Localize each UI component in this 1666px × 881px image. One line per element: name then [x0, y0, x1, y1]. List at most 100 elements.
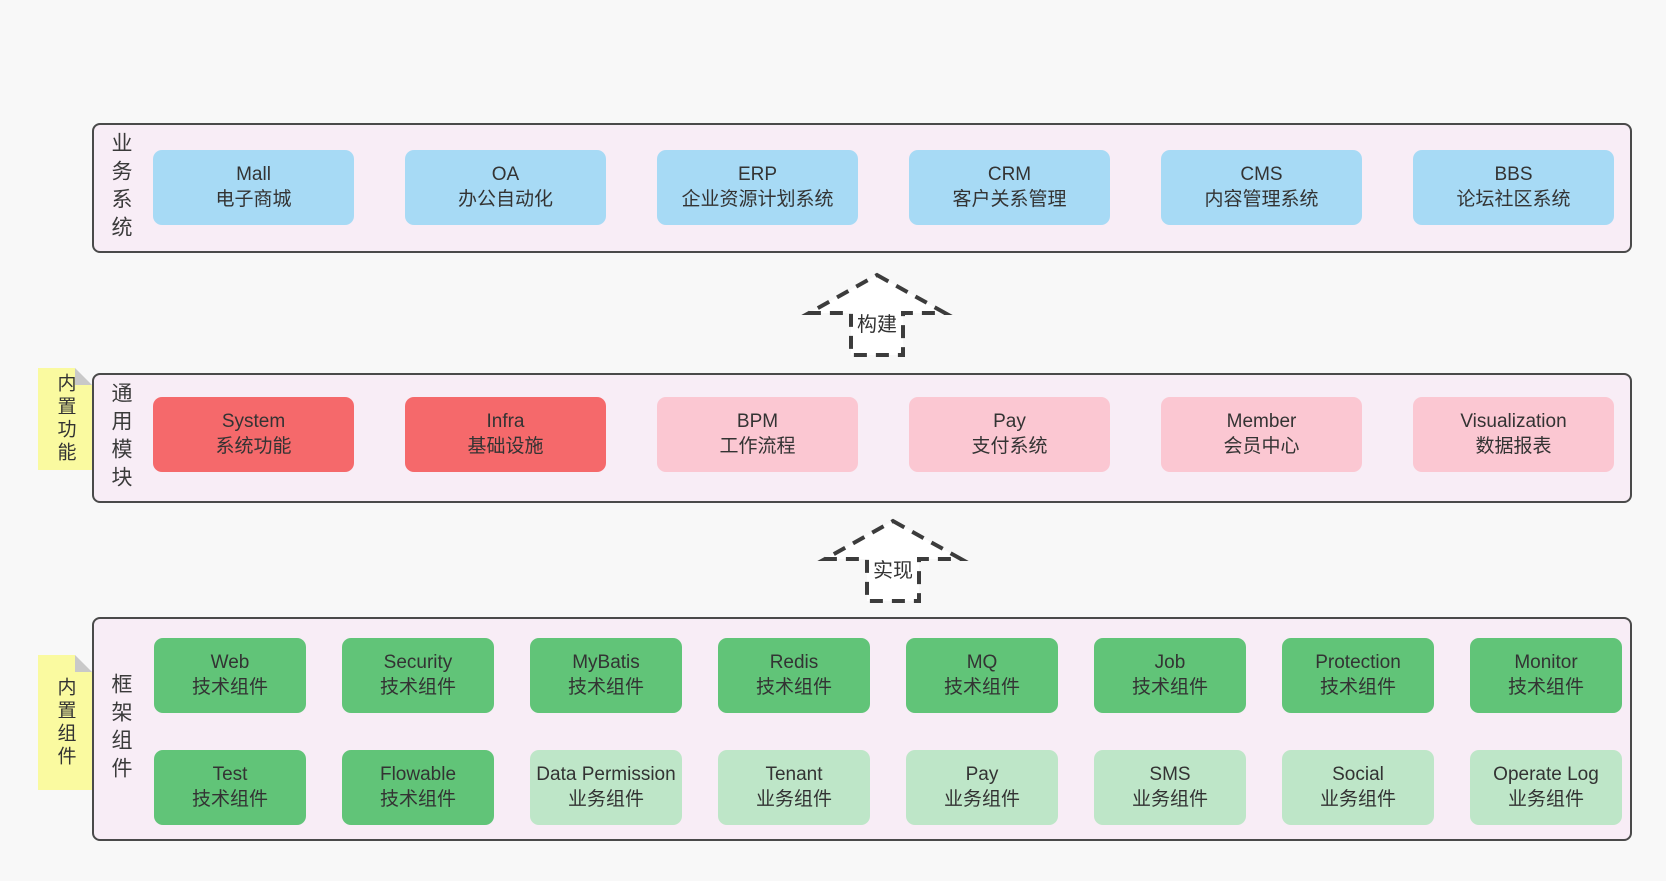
arrow-build-label: 构建	[854, 313, 900, 337]
component-box-title: Redis	[769, 651, 819, 673]
business-systems-boxes: Mall 电子商城 OA 办公自动化 ERP 企业资源计划系统 CRM 客户关系管理 CMS 内容…	[94, 125, 1630, 225]
component-box-row: Mall 电子商城 OA 办公自动化 ERP 企业资源计划系统 CRM 客户关系管理 CMS 内容…	[153, 150, 1630, 225]
component-box-sms: SMS 业务组件	[1094, 750, 1246, 825]
component-box-subtitle: 办公自动化	[457, 188, 553, 210]
arrow-implement: 实现	[817, 518, 969, 603]
component-box-title: Monitor	[1514, 651, 1578, 673]
component-box-title: CRM	[987, 163, 1032, 185]
component-box-subtitle: 业务组件	[943, 788, 1020, 810]
common-modules-boxes: System 系统功能 Infra 基础设施 BPM 工作流程 Pay 支付系统 Member 会…	[94, 375, 1630, 472]
component-box-subtitle: 业务组件	[1131, 788, 1208, 810]
component-box-subtitle: 技术组件	[1131, 676, 1208, 698]
component-box-subtitle: 电子商城	[215, 188, 292, 210]
layer-business-systems-label: 业务系统	[109, 132, 132, 244]
component-box-subtitle: 技术组件	[943, 676, 1020, 698]
component-box-title: SMS	[1149, 763, 1191, 785]
component-box-flowable: Flowable 技术组件	[342, 750, 494, 825]
component-box-title: Flowable	[379, 763, 457, 785]
component-box-subtitle: 技术组件	[379, 788, 456, 810]
component-box-bpm: BPM 工作流程	[657, 397, 858, 472]
component-box-redis: Redis 技术组件	[718, 638, 870, 713]
component-box-title: OA	[491, 163, 520, 185]
component-box-subtitle: 基础设施	[467, 435, 544, 457]
component-box-subtitle: 内容管理系统	[1204, 188, 1319, 210]
component-box-infra: Infra 基础设施	[405, 397, 606, 472]
component-box-subtitle: 数据报表	[1475, 435, 1552, 457]
component-box-bbs: BBS 论坛社区系统	[1413, 150, 1614, 225]
component-box-subtitle: 论坛社区系统	[1456, 188, 1571, 210]
component-box-title: Protection	[1315, 651, 1401, 673]
component-box-subtitle: 系统功能	[215, 435, 292, 457]
component-box-subtitle: 技术组件	[191, 676, 268, 698]
component-box-subtitle: 技术组件	[1319, 676, 1396, 698]
component-box-subtitle: 技术组件	[755, 676, 832, 698]
component-box-data-permission: Data Permission 业务组件	[530, 750, 682, 825]
component-box-visualization: Visualization 数据报表	[1413, 397, 1614, 472]
component-box-title: BBS	[1494, 163, 1533, 185]
component-box-web: Web 技术组件	[154, 638, 306, 713]
component-box-subtitle: 技术组件	[567, 676, 644, 698]
sticky-note-builtin-features: 内置功能	[38, 368, 92, 470]
component-box-title: BPM	[736, 410, 779, 432]
arrow-build: 构建	[801, 272, 953, 357]
component-box-title: CMS	[1240, 163, 1283, 185]
component-box-title: Pay	[965, 763, 999, 785]
component-box-pay: Pay 支付系统	[909, 397, 1110, 472]
component-box-monitor: Monitor 技术组件	[1470, 638, 1622, 713]
component-box-title: MQ	[966, 651, 998, 673]
component-box-crm: CRM 客户关系管理	[909, 150, 1110, 225]
component-box-row: System 系统功能 Infra 基础设施 BPM 工作流程 Pay 支付系统 Member 会…	[153, 397, 1630, 472]
component-box-pay: Pay 业务组件	[906, 750, 1058, 825]
component-box-system: System 系统功能	[153, 397, 354, 472]
component-box-title: Data Permission	[536, 763, 676, 785]
component-box-title: Web	[210, 651, 250, 673]
component-box-member: Member 会员中心	[1161, 397, 1362, 472]
layer-common-modules-label: 通用模块	[109, 382, 132, 494]
component-box-subtitle: 企业资源计划系统	[681, 188, 834, 210]
component-box-title: Pay	[993, 410, 1026, 432]
component-box-title: Visualization	[1460, 410, 1567, 432]
component-box-subtitle: 技术组件	[1507, 676, 1584, 698]
component-box-title: Test	[212, 763, 248, 785]
component-box-oa: OA 办公自动化	[405, 150, 606, 225]
component-box-erp: ERP 企业资源计划系统	[657, 150, 858, 225]
component-box-subtitle: 业务组件	[755, 788, 832, 810]
component-box-title: Security	[383, 651, 453, 673]
component-box-title: MyBatis	[572, 651, 640, 673]
component-box-title: Social	[1332, 763, 1384, 785]
component-box-title: ERP	[737, 163, 778, 185]
arrow-implement-label: 实现	[870, 559, 916, 583]
component-box-title: Tenant	[765, 763, 823, 785]
component-box-title: Operate Log	[1493, 763, 1599, 785]
sticky-note-builtin-components-label: 内置组件	[54, 676, 76, 769]
component-box-mall: Mall 电子商城	[153, 150, 354, 225]
component-box-protection: Protection 技术组件	[1282, 638, 1434, 713]
component-box-title: System	[221, 410, 286, 432]
layer-business-systems: 业务系统 Mall 电子商城 OA 办公自动化 ERP 企业资源计划系统 CRM 客户关系管理…	[92, 123, 1632, 253]
component-box-subtitle: 支付系统	[971, 435, 1048, 457]
component-box-cms: CMS 内容管理系统	[1161, 150, 1362, 225]
component-box-mq: MQ 技术组件	[906, 638, 1058, 713]
component-box-subtitle: 会员中心	[1223, 435, 1300, 457]
component-box-subtitle: 技术组件	[191, 788, 268, 810]
component-box-title: Mall	[236, 163, 271, 185]
component-box-test: Test 技术组件	[154, 750, 306, 825]
component-box-title: Member	[1226, 410, 1297, 432]
component-box-subtitle: 业务组件	[1507, 788, 1584, 810]
layer-framework-components-label: 框架组件	[109, 673, 132, 785]
component-box-title: Infra	[486, 410, 525, 432]
component-box-tenant: Tenant 业务组件	[718, 750, 870, 825]
component-box-subtitle: 技术组件	[379, 676, 456, 698]
component-box-mybatis: MyBatis 技术组件	[530, 638, 682, 713]
component-box-subtitle: 工作流程	[719, 435, 796, 457]
component-box-subtitle: 客户关系管理	[952, 188, 1067, 210]
sticky-note-builtin-components: 内置组件	[38, 655, 92, 790]
component-box-subtitle: 业务组件	[567, 788, 644, 810]
